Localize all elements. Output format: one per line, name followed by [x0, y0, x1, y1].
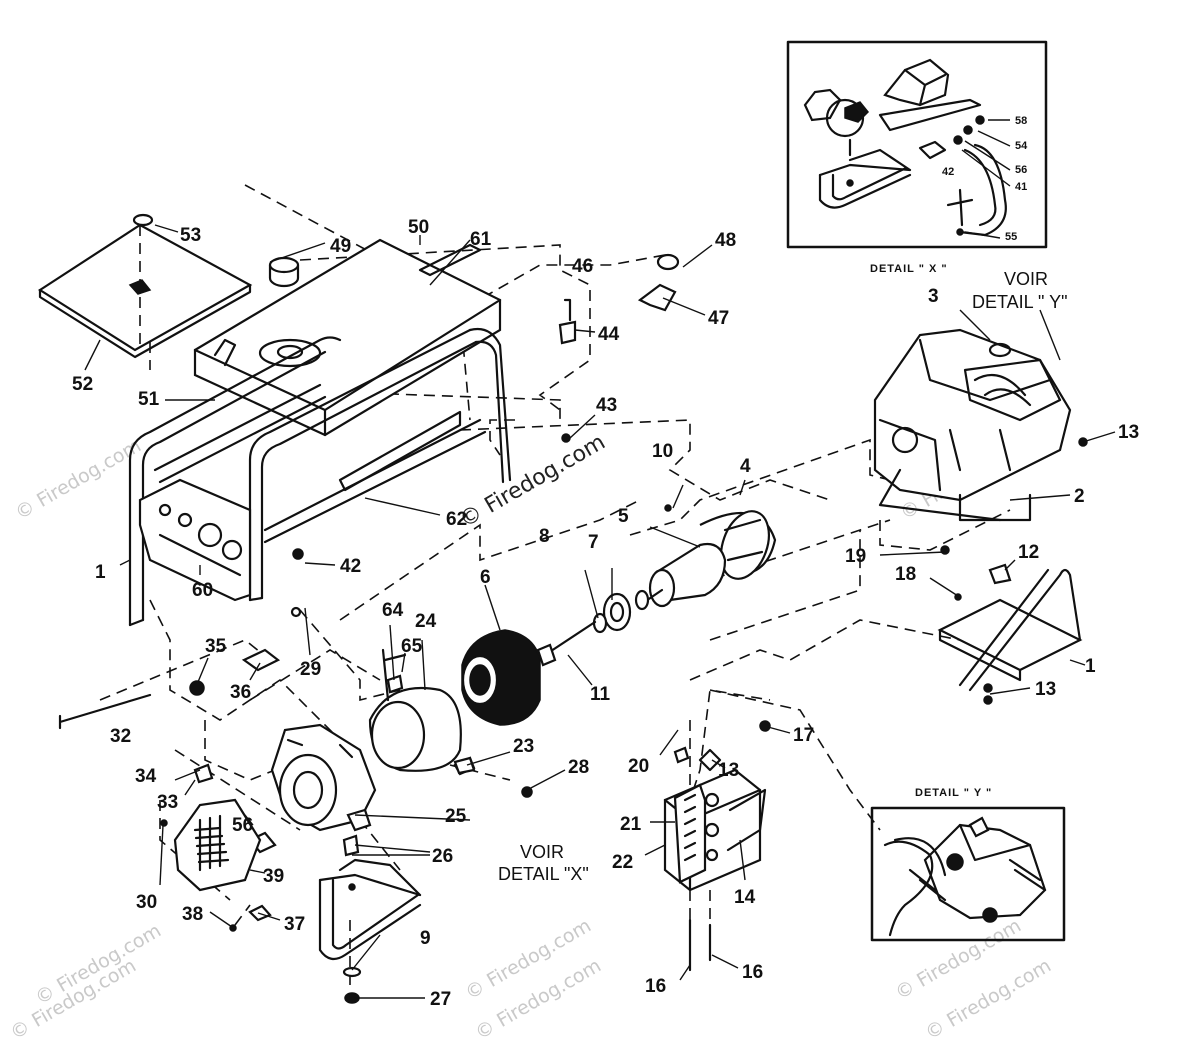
callout-3: 3 — [928, 286, 939, 307]
detail-x-title: DETAIL " X " — [870, 263, 948, 275]
callout-35: 35 — [205, 636, 227, 657]
callout-5: 5 — [618, 506, 629, 527]
callout-36: 36 — [230, 682, 251, 703]
control-box — [663, 748, 767, 892]
callout-62: 62 — [446, 509, 467, 530]
callout-11: 11 — [590, 684, 611, 705]
callout-27: 27 — [430, 989, 451, 1010]
callout-4: 4 — [740, 456, 751, 477]
callout-13-box: 13 — [718, 760, 739, 781]
callout-43: 43 — [596, 395, 617, 416]
callout-7: 7 — [588, 532, 599, 553]
engine — [873, 328, 1072, 522]
rear-bearing-housing — [368, 648, 476, 775]
callout-61: 61 — [470, 229, 492, 250]
watermark: © Firedog.com — [12, 435, 145, 525]
callout-60: 60 — [192, 580, 213, 601]
voir-y-line1: VOIR — [1004, 269, 1048, 289]
callout-6: 6 — [480, 567, 491, 588]
callout-48: 48 — [715, 230, 736, 251]
callout-16-right: 16 — [742, 962, 763, 983]
callout-58: 58 — [1015, 115, 1027, 127]
callout-65: 65 — [401, 636, 423, 657]
callout-29: 29 — [300, 659, 321, 680]
lower-cradle — [318, 834, 422, 961]
cover-panel — [37, 213, 253, 359]
rotor-assembly — [536, 510, 777, 667]
callout-50: 50 — [408, 217, 429, 238]
callout-30: 30 — [136, 892, 157, 913]
callout-41: 41 — [1015, 181, 1027, 193]
detail-y-box: DETAIL " Y " — [870, 787, 1066, 942]
watermark-main: © Firedog.com — [456, 430, 610, 533]
detail-y-title: DETAIL " Y " — [915, 787, 992, 799]
callout-8: 8 — [539, 526, 550, 547]
callout-51: 51 — [138, 389, 160, 410]
callout-21: 21 — [620, 814, 642, 835]
callout-9: 9 — [420, 928, 431, 949]
voir-x-line2: DETAIL "X" — [498, 864, 589, 884]
callout-labels: 53 49 50 61 52 51 1 60 42 62 46 44 48 47… — [72, 217, 1139, 1010]
callout-56: 56 — [1015, 164, 1027, 176]
callout-2: 2 — [1074, 486, 1085, 507]
callout-42: 42 — [340, 556, 361, 577]
callout-10: 10 — [652, 441, 673, 462]
callout-leaders — [84, 224, 1116, 999]
callout-53: 53 — [180, 225, 201, 246]
callout-23: 23 — [513, 736, 534, 757]
callout-17: 17 — [793, 725, 814, 746]
callout-16-left: 16 — [645, 976, 666, 997]
callout-47: 47 — [708, 308, 729, 329]
callout-52: 52 — [72, 374, 93, 395]
callout-46: 46 — [572, 256, 593, 277]
callout-56-main: 56 — [232, 815, 253, 836]
callout-19: 19 — [845, 546, 866, 567]
base-plate — [937, 568, 1083, 692]
callout-26: 26 — [432, 846, 453, 867]
callout-18: 18 — [895, 564, 916, 585]
callout-1-right: 1 — [1085, 656, 1096, 677]
fuel-tank — [193, 238, 502, 437]
end-cover — [270, 723, 377, 832]
callout-55: 55 — [1005, 231, 1017, 243]
callout-32: 32 — [110, 726, 131, 747]
main-frame — [128, 327, 512, 627]
voir-notes: VOIR DETAIL " Y" VOIR DETAIL "X" — [498, 269, 1067, 884]
callout-13-top: 13 — [1118, 422, 1139, 443]
callout-22: 22 — [612, 852, 633, 873]
stator — [461, 629, 541, 726]
callout-12: 12 — [1018, 542, 1039, 563]
callout-20: 20 — [628, 756, 649, 777]
callout-49: 49 — [330, 236, 351, 257]
callout-54: 54 — [1015, 140, 1028, 152]
callout-37: 37 — [284, 914, 305, 935]
callout-1: 1 — [95, 562, 106, 583]
callout-39: 39 — [263, 866, 284, 887]
callout-44: 44 — [598, 324, 620, 345]
callout-28: 28 — [568, 757, 589, 778]
detail-x-box: DETAIL " X " 58 54 56 41 42 55 — [786, 40, 1048, 275]
voir-y-line2: DETAIL " Y" — [972, 292, 1067, 312]
callout-24: 24 — [415, 611, 437, 632]
callout-38: 38 — [182, 904, 203, 925]
callout-64: 64 — [382, 600, 404, 621]
callout-33: 33 — [157, 792, 178, 813]
callout-42-detail: 42 — [942, 166, 954, 178]
voir-x-line1: VOIR — [520, 842, 564, 862]
callout-13-bottom: 13 — [1035, 679, 1056, 700]
grille — [173, 798, 262, 892]
callout-14: 14 — [734, 887, 756, 908]
callout-34: 34 — [135, 766, 157, 787]
callout-25: 25 — [445, 806, 467, 827]
